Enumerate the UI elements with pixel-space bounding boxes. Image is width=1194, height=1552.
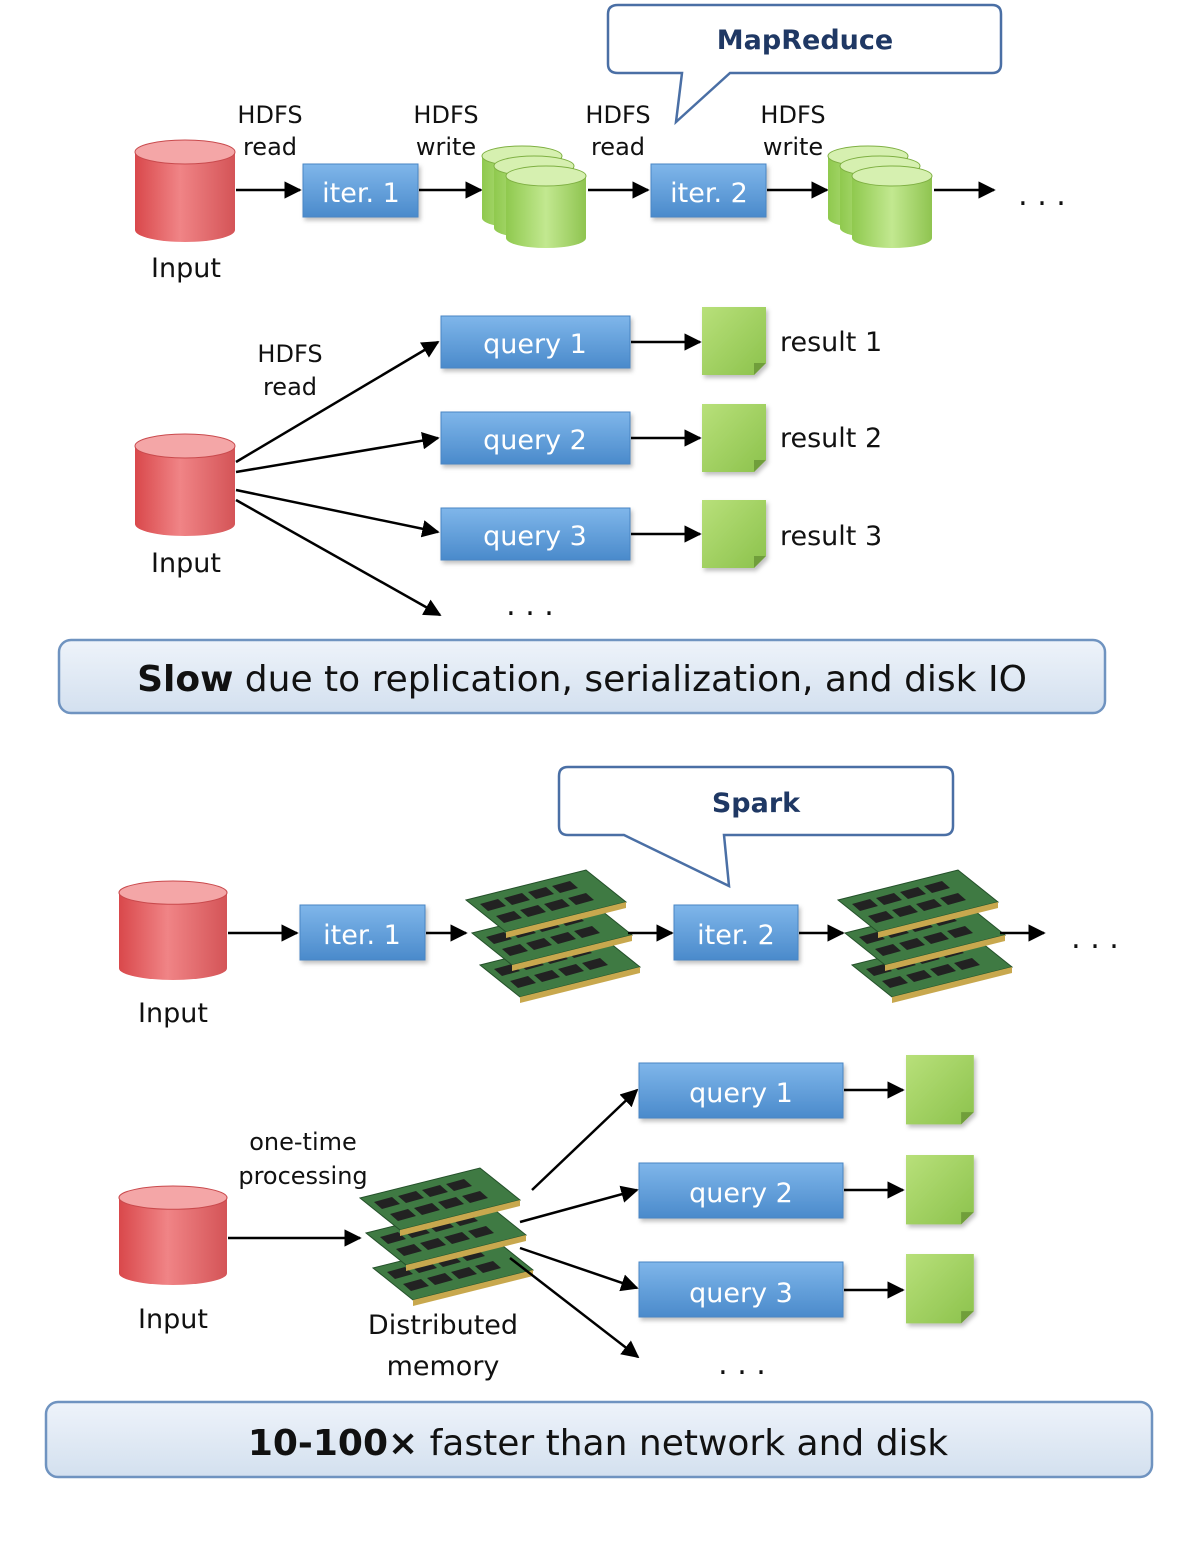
sp-iter2-box xyxy=(673,904,799,961)
mr-iter1-label: iter. 1 xyxy=(322,178,400,209)
mr-disk-stack-1 xyxy=(481,145,587,249)
mr-result-2-label: result 2 xyxy=(780,423,882,454)
sp-iter-ellipsis: . . . xyxy=(1071,921,1119,956)
sp-iter-input-db: Input xyxy=(118,880,228,1029)
sp-query-1-label: query 1 xyxy=(689,1078,793,1109)
sp-iter-input-label: Input xyxy=(138,998,208,1029)
spark-banner-bold: 10-100× xyxy=(248,1423,418,1464)
sp-query-ellipsis: . . . xyxy=(718,1347,766,1382)
sp-iter1-box xyxy=(299,904,426,961)
sp-query-2-label: query 2 xyxy=(689,1178,793,1209)
mr-iter2-box xyxy=(650,163,767,218)
mr-hdfs-write-1-a: HDFS xyxy=(413,101,478,129)
sp-distributed-memory xyxy=(359,1167,534,1307)
sp-query-3-label: query 3 xyxy=(689,1278,793,1309)
sp-query-3: query 3 xyxy=(638,1261,844,1318)
sp-processing-b: processing xyxy=(238,1162,367,1190)
mr-query-2: query 2 xyxy=(440,411,631,465)
document-icon xyxy=(702,307,766,375)
mapreduce-banner-bold: Slow xyxy=(137,659,233,700)
mapreduce-banner: Slow due to replication, serialization, … xyxy=(57,638,1107,715)
mr-query-hdfs-a: HDFS xyxy=(257,340,322,368)
mr-hdfs-read-2-a: HDFS xyxy=(585,101,650,129)
sp-memory-stack-2 xyxy=(837,869,1013,1004)
sp-query-input-label: Input xyxy=(138,1304,208,1335)
document-icon xyxy=(906,1055,974,1125)
mr-iter-input-db: Input xyxy=(134,139,236,284)
sp-memory-stack-1 xyxy=(465,869,641,1004)
sp-query-2: query 2 xyxy=(638,1162,844,1219)
document-icon xyxy=(702,404,766,472)
spark-callout: Spark xyxy=(557,765,955,889)
mr-result-3-label: result 3 xyxy=(780,521,882,552)
sp-query-input-db: Input xyxy=(118,1185,228,1335)
mr-result-3-sheet xyxy=(702,500,766,568)
mr-query-input-label: Input xyxy=(151,548,221,579)
mr-hdfs-read-1-a: HDFS xyxy=(237,101,302,129)
mr-iter1-box xyxy=(302,163,419,218)
database-icon xyxy=(118,880,228,981)
mr-query-2-label: query 2 xyxy=(483,425,587,456)
mr-result-1-label: result 1 xyxy=(780,327,882,358)
database-icon xyxy=(134,139,236,243)
mr-hdfs-read-1-b: read xyxy=(243,133,297,161)
mr-result-1-sheet xyxy=(702,307,766,375)
sp-memory-label-b: memory xyxy=(387,1351,500,1382)
mr-hdfs-write-2-a: HDFS xyxy=(760,101,825,129)
mapreduce-callout-label: MapReduce xyxy=(717,25,893,56)
document-icon xyxy=(906,1155,974,1225)
spark-banner-text: faster than network and disk xyxy=(418,1423,948,1464)
document-icon xyxy=(906,1254,974,1324)
sp-iter2-label: iter. 2 xyxy=(697,920,775,951)
mapreduce-callout: MapReduce xyxy=(606,3,1003,126)
spark-callout-label: Spark xyxy=(712,788,801,819)
document-icon xyxy=(702,500,766,568)
mr-hdfs-write-1-b: write xyxy=(416,133,476,161)
database-icon xyxy=(118,1185,228,1286)
sp-query-1: query 1 xyxy=(638,1062,844,1119)
mr-hdfs-write-2-b: write xyxy=(763,133,823,161)
sp-result-1-sheet xyxy=(906,1055,974,1125)
mr-query-1-label: query 1 xyxy=(483,329,587,360)
sp-result-2-sheet xyxy=(906,1155,974,1225)
mr-query-hdfs-b: read xyxy=(263,373,317,401)
svg-text:10-100× faster than network an: 10-100× faster than network and disk xyxy=(248,1423,948,1464)
mr-result-2-sheet xyxy=(702,404,766,472)
database-icon xyxy=(134,433,236,537)
spark-banner: 10-100× faster than network and disk xyxy=(44,1400,1154,1479)
mr-query-1: query 1 xyxy=(440,315,631,369)
svg-text:Slow due to replication, seria: Slow due to replication, serialization, … xyxy=(137,659,1027,700)
mr-hdfs-read-2-b: read xyxy=(591,133,645,161)
mr-iter2-label: iter. 2 xyxy=(670,178,748,209)
mr-iter-ellipsis: . . . xyxy=(1018,178,1066,213)
mr-disk-stack-2 xyxy=(827,145,933,249)
mr-query-ellipsis: . . . xyxy=(506,588,554,623)
mr-query-input-db: Input xyxy=(134,433,236,579)
sp-result-3-sheet xyxy=(906,1254,974,1324)
mr-query-3: query 3 xyxy=(440,507,631,561)
mr-query-3-label: query 3 xyxy=(483,521,587,552)
sp-processing-a: one-time xyxy=(249,1128,357,1156)
sp-memory-label-a: Distributed xyxy=(368,1310,518,1341)
mapreduce-banner-text: due to replication, serialization, and d… xyxy=(233,659,1027,700)
sp-iter1-label: iter. 1 xyxy=(323,920,401,951)
mr-iter-input-label: Input xyxy=(151,253,221,284)
